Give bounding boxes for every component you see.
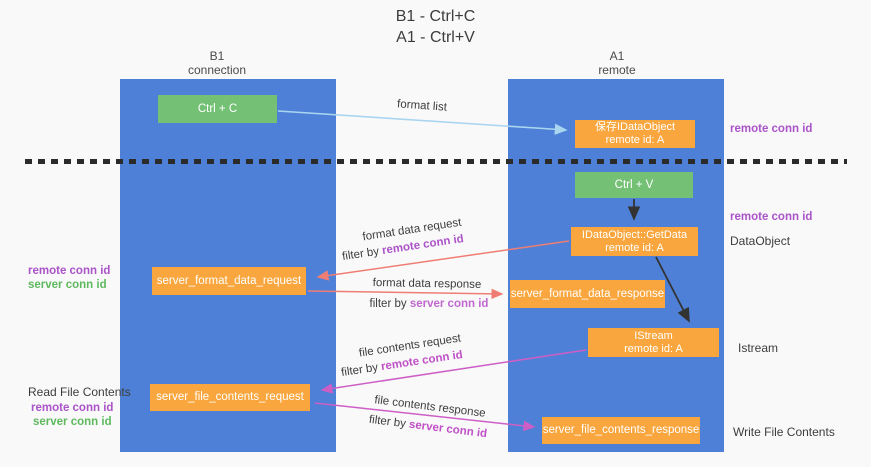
ctrl-c-node: Ctrl + C [158, 95, 277, 123]
server-file-contents-response-label: server_file_contents_response [542, 424, 700, 436]
read-file-contents-annotation: Read File Contents [28, 385, 131, 399]
filter-by-text: filter by [340, 361, 379, 380]
format-data-response-arrow [307, 288, 504, 300]
title-line-2: A1 - Ctrl+V [396, 29, 475, 46]
lane-b1-title: B1 [209, 49, 225, 63]
istream-node: IStream remote id: A [588, 328, 719, 357]
istream-line1: IStream [634, 329, 673, 342]
server-file-contents-request-label: server_file_contents_request [156, 391, 304, 403]
lane-header-b1: B1 connection [137, 49, 297, 77]
filter-by-text: filter by [368, 413, 407, 431]
idataobject-getdata-line1: IDataObject::GetData [581, 228, 688, 241]
ctrl-v-label: Ctrl + V [614, 178, 654, 191]
lane-b1-subtitle: connection [187, 63, 247, 77]
phase-separator-dashed-line [25, 159, 847, 164]
server-format-data-request-label: server_format_data_request [156, 274, 302, 287]
lane-a1-subtitle: remote [598, 63, 636, 77]
write-file-contents-annotation: Write File Contents [733, 425, 835, 439]
server-format-data-response-node: server_format_data_response [510, 280, 665, 308]
server-format-data-response-label: server_format_data_response [510, 287, 665, 300]
save-idataobject-line2: remote id: A [605, 134, 665, 146]
dataobject-annotation: DataObject [730, 234, 791, 248]
format-data-response-label: format data response [372, 277, 482, 291]
filter-by-text: filter by [341, 245, 380, 264]
ctrl-c-label: Ctrl + C [197, 102, 238, 115]
remote-conn-id-annotation-right-1: remote conn id [730, 123, 813, 135]
server-conn-id-text: server conn id [408, 418, 488, 441]
title-line-1: B1 - Ctrl+C [395, 8, 476, 25]
filter-by-text: filter by [369, 298, 407, 310]
istream-annotation: Istream [738, 341, 779, 355]
server-file-contents-request-node: server_file_contents_request [150, 384, 310, 411]
save-idataobject-line1: 保存IDataObject [594, 121, 676, 133]
lane-header-a1: A1 remote [537, 49, 697, 77]
diagram-title: B1 - Ctrl+C A1 - Ctrl+V [0, 6, 871, 48]
idataobject-getdata-line2: remote id: A [605, 241, 664, 254]
save-idataobject-node: 保存IDataObject remote id: A [575, 120, 695, 148]
server-format-data-request-node: server_format_data_request [152, 267, 306, 295]
istream-line2: remote id: A [624, 342, 683, 355]
lane-a1-title: A1 [609, 49, 625, 63]
server-conn-id-annotation-left-2: server conn id [33, 416, 112, 428]
idataobject-getdata-node: IDataObject::GetData remote id: A [571, 227, 698, 256]
filter-by-remote-conn-id-label-1: filter by remote conn id [341, 233, 464, 263]
server-file-contents-response-node: server_file_contents_response [542, 417, 700, 444]
remote-conn-id-annotation-left-2: remote conn id [31, 402, 114, 414]
filter-by-server-conn-id-label-1: filter by server conn id [370, 298, 489, 310]
format-list-label: format list [396, 98, 448, 114]
remote-conn-id-annotation-right-2: remote conn id [730, 211, 813, 223]
remote-conn-id-annotation-left-1: remote conn id [28, 265, 111, 277]
server-conn-id-annotation-left-1: server conn id [28, 279, 107, 291]
server-conn-id-text: server conn id [409, 298, 489, 310]
ctrl-v-node: Ctrl + V [575, 172, 693, 198]
